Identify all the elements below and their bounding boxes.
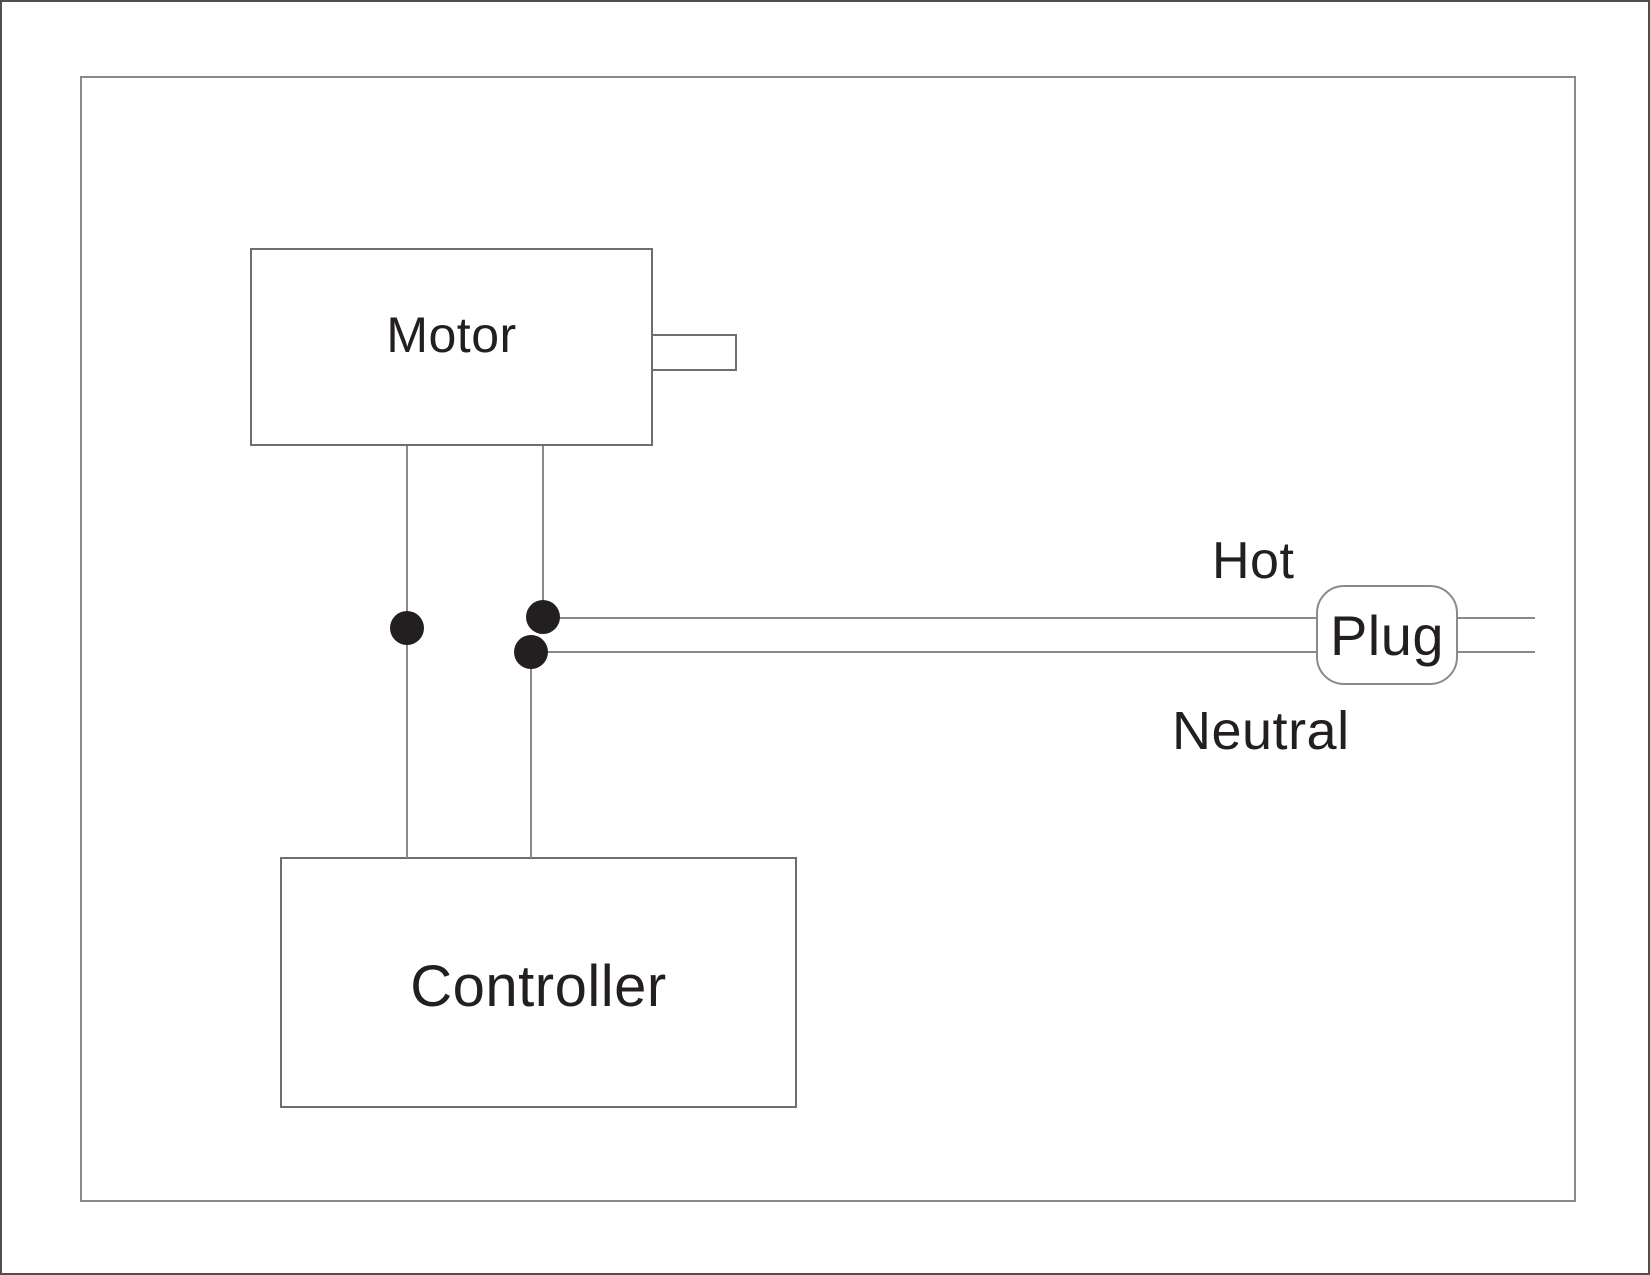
controller-label: Controller	[410, 954, 667, 1019]
controller-box	[280, 857, 797, 1108]
wire-motor-to-controller	[406, 446, 408, 858]
hot-wire-label: Hot	[1212, 532, 1295, 590]
wire-motor-to-hot-junction	[542, 446, 544, 617]
diagram-frame	[80, 76, 1576, 1202]
motor-box	[250, 248, 653, 446]
junction-dot-hot	[526, 600, 560, 634]
neutral-wire-label: Neutral	[1172, 701, 1350, 761]
plug-label: Plug	[1329, 603, 1445, 667]
junction-dot-neutral	[514, 635, 548, 669]
wire-neutral-junction-to-controller	[530, 652, 532, 858]
motor-label: Motor	[386, 307, 517, 363]
wire-neutral	[531, 651, 1535, 653]
junction-dot-motor-controller	[390, 611, 424, 645]
motor-shaft-stub	[651, 334, 737, 371]
plug-box: Plug	[1316, 585, 1458, 685]
wire-hot	[543, 617, 1535, 619]
